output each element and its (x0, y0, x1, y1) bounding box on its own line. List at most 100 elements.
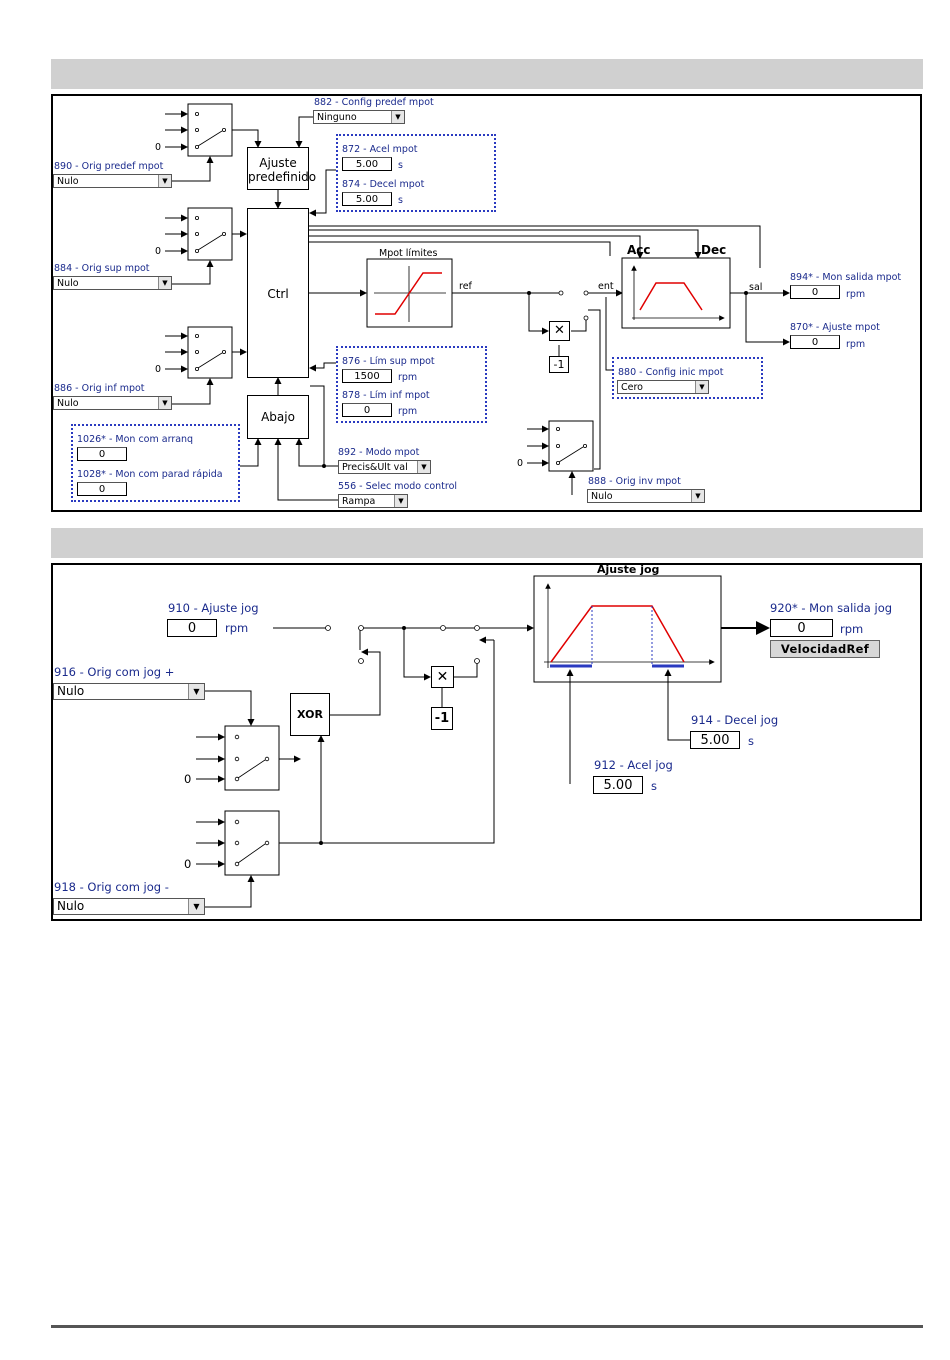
chevron-down-icon[interactable]: ▼ (695, 381, 708, 393)
velocidad-ref-button[interactable]: VelocidadRef (770, 640, 880, 658)
p894-label: 894* - Mon salida mpot (790, 272, 902, 283)
p876-field[interactable]: 1500 (342, 369, 392, 383)
p872-field[interactable]: 5.00 (342, 157, 392, 171)
p886-value: Nulo (57, 398, 79, 409)
mpot-diagram-panel (51, 94, 922, 512)
p912-field[interactable]: 5.00 (593, 776, 643, 794)
chevron-down-icon[interactable]: ▼ (417, 461, 430, 473)
p920-field: 0 (770, 619, 833, 637)
p890-value: Nulo (57, 176, 79, 187)
p912-label: 912 - Acel jog (594, 758, 673, 772)
p892-value: Precis&Ult val (342, 462, 408, 473)
multiply-block: ✕ (549, 321, 570, 341)
p876-unit: rpm (398, 372, 418, 383)
zero-input: 0 (184, 857, 192, 871)
p874-label: 874 - Decel mpot (342, 179, 425, 190)
chevron-down-icon[interactable]: ▼ (394, 495, 407, 507)
p1026-label: 1026* - Mon com arranq (77, 434, 194, 445)
p894-unit: rpm (846, 289, 866, 300)
p884-select[interactable]: Nulo ▼ (53, 276, 172, 290)
zero-input: 0 (155, 246, 162, 257)
p888-select[interactable]: Nulo ▼ (587, 489, 705, 503)
limits-group (336, 346, 487, 423)
p556-select[interactable]: Rampa ▼ (338, 494, 408, 508)
ent-label: ent (598, 281, 614, 292)
p880-value: Cero (621, 382, 643, 393)
p880-label: 880 - Config inic mpot (618, 367, 724, 378)
p882-select[interactable]: Ninguno ▼ (313, 110, 405, 124)
p912-unit: s (651, 779, 657, 793)
dec-label: Dec (701, 243, 727, 257)
p916-select[interactable]: Nulo ▼ (53, 683, 205, 700)
p878-field[interactable]: 0 (342, 403, 392, 417)
p1028-field: 0 (77, 482, 127, 496)
p1028-label: 1028* - Mon com parad rápida (77, 469, 223, 480)
multiply-block: ✕ (431, 666, 454, 688)
chevron-down-icon[interactable]: ▼ (188, 684, 204, 699)
p870-label: 870* - Ajuste mpot (790, 322, 880, 333)
p1026-field: 0 (77, 447, 127, 461)
chevron-down-icon[interactable]: ▼ (391, 111, 404, 123)
p870-unit: rpm (846, 339, 866, 350)
p874-field[interactable]: 5.00 (342, 192, 392, 206)
p916-value: Nulo (57, 684, 85, 698)
chevron-down-icon[interactable]: ▼ (188, 899, 204, 914)
p890-label: 890 - Orig predef mpot (54, 161, 164, 172)
p914-field[interactable]: 5.00 (690, 731, 740, 749)
chevron-down-icon[interactable]: ▼ (691, 490, 704, 502)
zero-input: 0 (155, 142, 162, 153)
p884-value: Nulo (57, 278, 79, 289)
p914-unit: s (748, 734, 754, 748)
p878-label: 878 - Lím inf mpot (342, 390, 430, 401)
p888-value: Nulo (591, 491, 613, 502)
p886-select[interactable]: Nulo ▼ (53, 396, 172, 410)
zero-input: 0 (155, 364, 162, 375)
p920-unit: rpm (840, 622, 864, 636)
abajo-block: Abajo (247, 395, 309, 439)
p556-value: Rampa (342, 496, 376, 507)
p876-label: 876 - Lím sup mpot (342, 356, 435, 367)
p884-label: 884 - Orig sup mpot (54, 263, 150, 274)
p890-select[interactable]: Nulo ▼ (53, 174, 172, 188)
ctrl-block: Ctrl (247, 208, 309, 378)
p886-label: 886 - Orig inf mpot (54, 383, 145, 394)
mon-com-group (71, 424, 240, 502)
chevron-down-icon[interactable]: ▼ (158, 175, 171, 187)
chevron-down-icon[interactable]: ▼ (158, 397, 171, 409)
p910-label: 910 - Ajuste jog (168, 601, 259, 615)
p892-select[interactable]: Precis&Ult val ▼ (338, 460, 431, 474)
negate-block: -1 (431, 707, 453, 730)
p878-unit: rpm (398, 406, 418, 417)
p910-field[interactable]: 0 (167, 619, 217, 637)
xor-block: XOR (290, 693, 330, 736)
accel-decel-group (336, 134, 496, 212)
p870-field: 0 (790, 335, 840, 349)
sal-label: sal (749, 282, 763, 293)
p882-label: 882 - Config predef mpot (314, 97, 434, 108)
section-header-top (51, 59, 923, 89)
p880-select[interactable]: Cero ▼ (617, 380, 709, 394)
p914-label: 914 - Decel jog (691, 713, 779, 727)
p888-label: 888 - Orig inv mpot (588, 476, 681, 487)
jog-ramp-title: Ajuste jog (597, 563, 660, 576)
p556-label: 556 - Selec modo control (338, 481, 458, 492)
limiter-graph (366, 258, 453, 328)
zero-input: 0 (517, 458, 524, 469)
negate-block: -1 (549, 356, 569, 373)
p882-value: Ninguno (317, 112, 357, 123)
p918-label: 918 - Orig com jog - (54, 880, 169, 894)
p920-label: 920* - Mon salida jog (770, 601, 893, 615)
p872-unit: s (398, 160, 403, 171)
p918-value: Nulo (57, 899, 85, 913)
p894-field: 0 (790, 285, 840, 299)
jog-ramp-graph (544, 583, 715, 668)
ajuste-predefinido-block: Ajuste predefinido (247, 147, 316, 190)
p918-select[interactable]: Nulo ▼ (53, 898, 205, 915)
section-header-bottom (51, 528, 923, 558)
p916-label: 916 - Orig com jog + (54, 665, 175, 679)
zero-input: 0 (184, 772, 192, 786)
config-inic-group (612, 357, 763, 399)
chevron-down-icon[interactable]: ▼ (158, 277, 171, 289)
p872-label: 872 - Acel mpot (342, 144, 418, 155)
